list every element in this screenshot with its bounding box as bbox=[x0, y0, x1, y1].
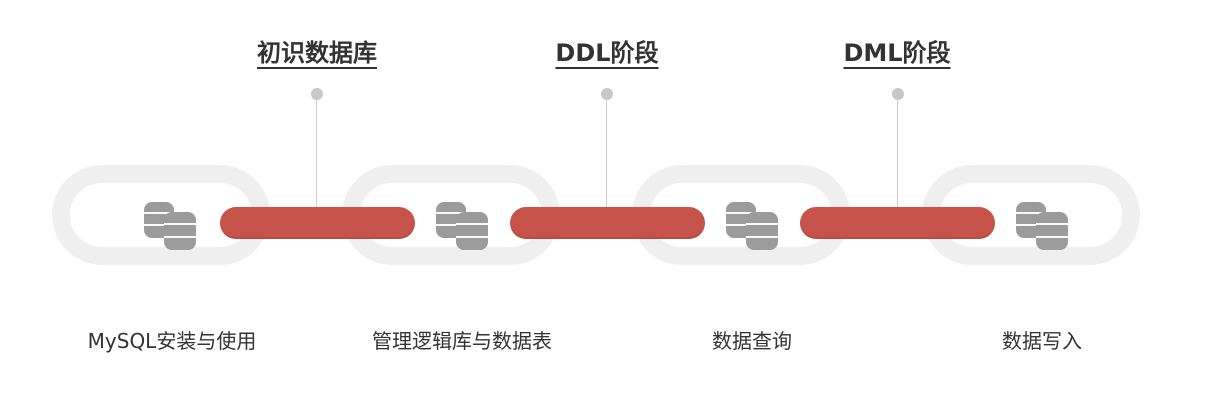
stage-title-1: 初识数据库 bbox=[257, 39, 377, 67]
database-icon bbox=[140, 196, 200, 252]
connector-line-1 bbox=[316, 96, 317, 207]
connector-dot-2 bbox=[601, 88, 613, 100]
connector-line-2 bbox=[606, 96, 607, 207]
database-icon bbox=[722, 196, 782, 252]
topic-label-3: 数据查询 bbox=[712, 329, 792, 353]
chain-bar-1 bbox=[220, 207, 415, 239]
connector-dot-3 bbox=[892, 88, 904, 100]
topic-label-1: MySQL安装与使用 bbox=[87, 329, 257, 353]
chain-bar-3 bbox=[800, 207, 995, 239]
database-icon bbox=[432, 196, 492, 252]
topic-label-4: 数据写入 bbox=[1002, 329, 1082, 353]
stage-title-2: DDL阶段 bbox=[555, 39, 659, 67]
chain-bar-2 bbox=[510, 207, 705, 239]
connector-dot-1 bbox=[311, 88, 323, 100]
stage-title-3: DML阶段 bbox=[843, 39, 951, 67]
topic-label-2: 管理逻辑库与数据表 bbox=[372, 329, 552, 353]
database-icon bbox=[1012, 196, 1072, 252]
connector-line-3 bbox=[897, 96, 898, 207]
